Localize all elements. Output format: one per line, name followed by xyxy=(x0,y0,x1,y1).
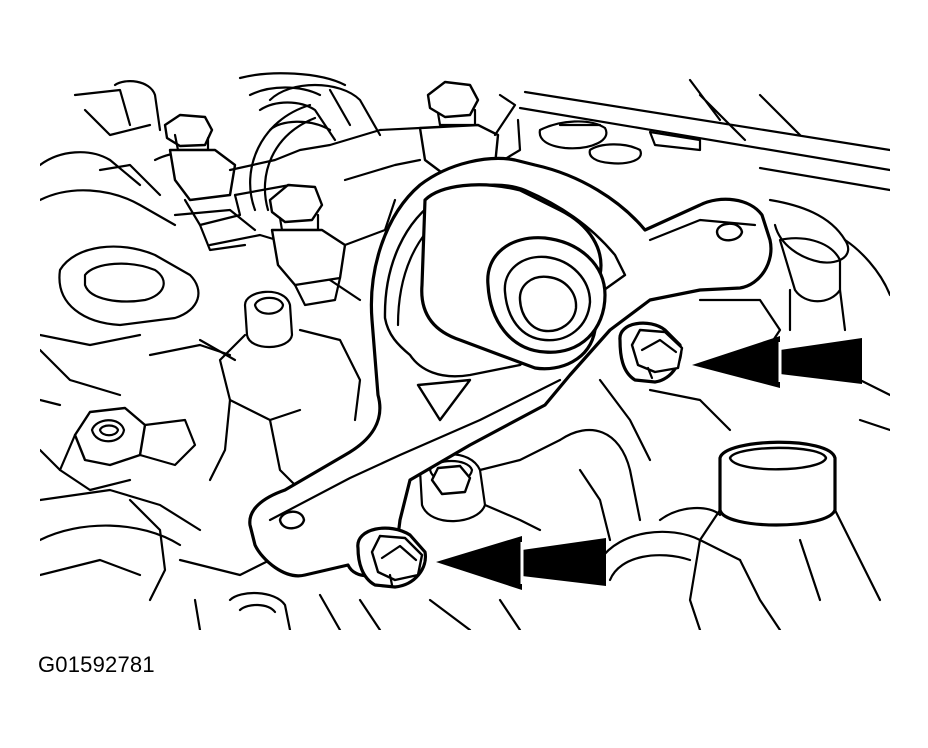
upper-target-bolt xyxy=(618,321,684,384)
lower-bolt-arrow xyxy=(436,536,606,590)
engine-block-background xyxy=(40,72,890,630)
center-sleeve xyxy=(420,183,607,371)
left-arrow-icon xyxy=(692,336,862,388)
upper-bolt-arrow xyxy=(692,336,862,388)
upper-bolt-stacks xyxy=(163,80,522,307)
figure-id-label: G01592781 xyxy=(38,652,155,677)
lower-target-bolt xyxy=(356,526,427,589)
engine-line-drawing xyxy=(40,72,890,630)
